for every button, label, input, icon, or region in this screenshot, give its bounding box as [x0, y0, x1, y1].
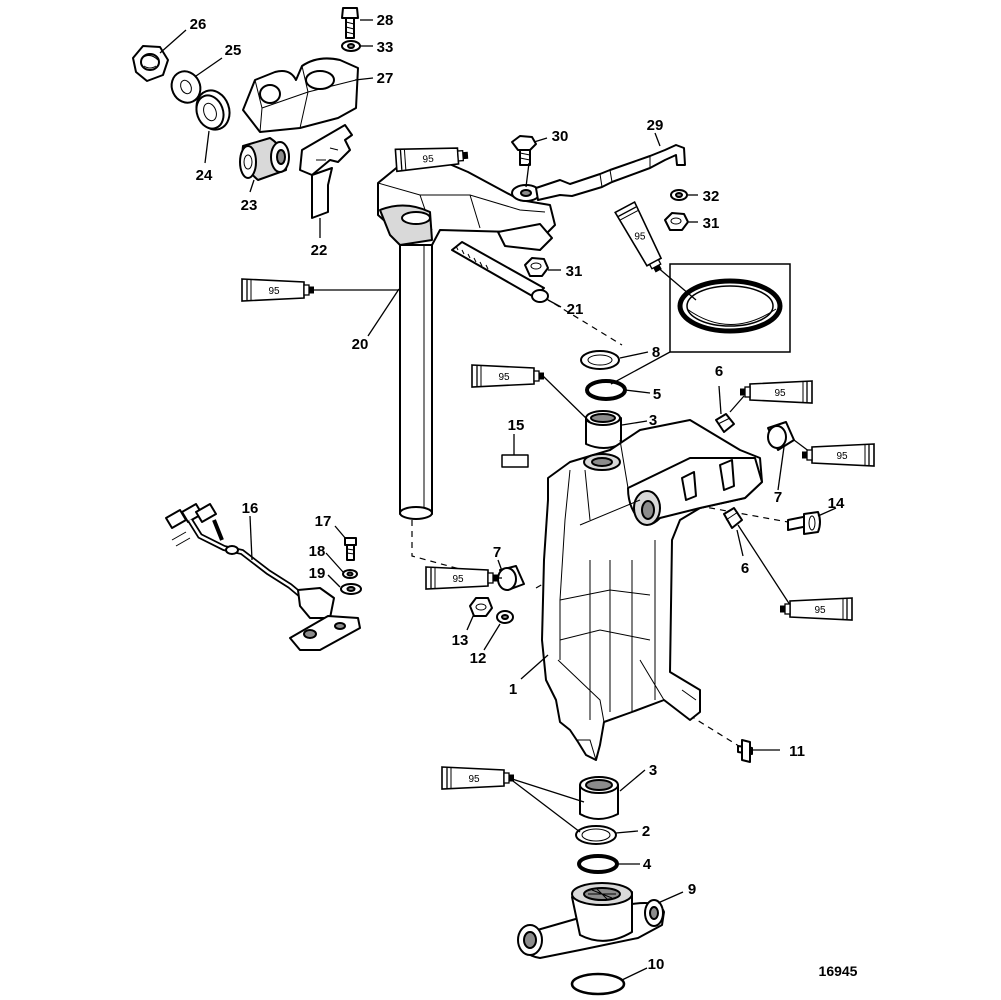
- callout-4: 4: [643, 856, 652, 873]
- block-15: [501, 454, 529, 468]
- callout-28: 28: [377, 12, 394, 29]
- callout-14: 14: [828, 495, 845, 512]
- callout-10: 10: [648, 956, 665, 973]
- washer-8: [580, 350, 620, 370]
- ring-10: [570, 972, 626, 996]
- callout-15: 15: [508, 417, 525, 434]
- lubricant-tube-icon: 95: [241, 278, 315, 302]
- callout-6: 6: [741, 560, 749, 577]
- washer-12: [496, 610, 514, 624]
- callout-3: 3: [649, 412, 657, 429]
- link-rod-29: [511, 144, 686, 202]
- callout-13: 13: [452, 632, 469, 649]
- swivel-bracket-1: [541, 419, 763, 761]
- plate-22: [299, 124, 353, 219]
- lubricant-tube-icon: 95: [614, 201, 670, 277]
- callout-31: 31: [566, 263, 583, 280]
- nut-26: [132, 45, 169, 82]
- svg-text:95: 95: [634, 232, 646, 243]
- callout-2: 2: [642, 823, 650, 840]
- callout-11: 11: [789, 743, 805, 760]
- svg-text:95: 95: [468, 774, 480, 785]
- bolt-30: [511, 135, 537, 166]
- clamp-27: [242, 57, 359, 133]
- lubricant-tube-icon: 95: [441, 766, 515, 790]
- callout-29: 29: [647, 117, 664, 134]
- nut-31b: [664, 212, 689, 231]
- bolt-14: [787, 511, 821, 535]
- washer-32: [670, 189, 688, 201]
- callout-23: 23: [241, 197, 258, 214]
- callout-24: 24: [196, 167, 213, 184]
- trim-sender-16: [165, 503, 361, 651]
- washer-25: [170, 70, 202, 104]
- svg-text:95: 95: [498, 372, 510, 383]
- bushing-3b: [579, 776, 619, 820]
- callout-8: 8: [652, 344, 660, 361]
- lubricant-tube-icon: 95: [471, 364, 545, 388]
- seal-detail-box: [669, 263, 791, 353]
- callout-30: 30: [552, 128, 569, 145]
- callout-18: 18: [309, 543, 326, 560]
- callout-6: 6: [715, 363, 723, 380]
- fitting-6a: [715, 413, 735, 433]
- lubricant-tube-icon: 95: [801, 443, 875, 467]
- screw-17: [344, 537, 357, 561]
- svg-text:95: 95: [836, 451, 848, 462]
- callout-22: 22: [311, 242, 328, 259]
- callout-33: 33: [377, 39, 394, 56]
- callout-20: 20: [352, 336, 369, 353]
- callout-12: 12: [470, 650, 487, 667]
- lubricant-tube-icon: 95: [739, 380, 813, 404]
- bushing-23: [239, 137, 290, 181]
- callout-labels: 26 25 24 23 22 28 33 27 30 29 32 31 31 2…: [190, 12, 845, 973]
- callout-21: 21: [567, 301, 584, 318]
- washer-19: [340, 583, 362, 595]
- yoke-9: [517, 882, 665, 959]
- callout-5: 5: [653, 386, 661, 403]
- nut-31a: [524, 257, 549, 277]
- callout-27: 27: [377, 70, 394, 87]
- fitting-6b: [723, 507, 743, 529]
- leader-lines: [159, 19, 837, 981]
- bolt-11: [737, 739, 753, 763]
- seal-4: [577, 854, 619, 874]
- callout-31: 31: [703, 215, 720, 232]
- svg-text:95: 95: [814, 605, 826, 616]
- bolt-21: [451, 241, 549, 303]
- svg-text:95: 95: [774, 388, 786, 399]
- lubricant-tube-icon: 95: [394, 143, 470, 173]
- bushing-7a: [767, 421, 795, 451]
- callout-9: 9: [688, 881, 696, 898]
- callout-32: 32: [703, 188, 720, 205]
- figure-number: 16945: [819, 963, 858, 979]
- lockwasher-18: [342, 569, 358, 579]
- callout-7: 7: [493, 544, 501, 561]
- spacer-24: [195, 89, 231, 131]
- steering-arm-20: [377, 159, 556, 520]
- callout-16: 16: [242, 500, 259, 517]
- washer-33: [341, 40, 361, 52]
- callout-3: 3: [649, 762, 657, 779]
- callout-7: 7: [774, 489, 782, 506]
- callout-17: 17: [315, 513, 332, 530]
- svg-text:95: 95: [268, 286, 280, 297]
- bushing-7b: [497, 565, 525, 591]
- callout-25: 25: [225, 42, 242, 59]
- lubricant-tube-icon: 95: [779, 597, 853, 621]
- bushing-3a: [585, 410, 622, 449]
- bolt-28: [341, 7, 359, 39]
- svg-text:95: 95: [422, 154, 434, 166]
- callout-26: 26: [190, 16, 207, 33]
- seal-5: [585, 379, 627, 401]
- washer-2: [575, 825, 617, 845]
- lubricant-tube-icon: 95: [425, 566, 499, 590]
- callout-1: 1: [509, 681, 517, 698]
- callout-19: 19: [309, 565, 326, 582]
- svg-text:95: 95: [452, 574, 464, 585]
- nut-13: [469, 597, 493, 617]
